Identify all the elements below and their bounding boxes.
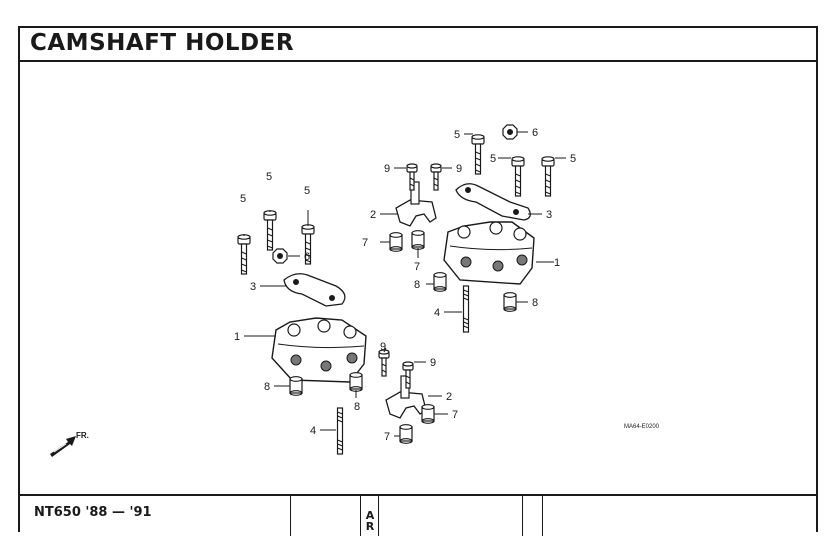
model-range: NT650 '88 — '91 (34, 505, 152, 520)
callout-5: 5 (454, 129, 460, 141)
direction-label: FR. (76, 431, 89, 440)
dowel-7c (399, 424, 413, 444)
dowel-7d (421, 404, 435, 424)
stud-4a (462, 285, 470, 333)
stud-4b (336, 407, 344, 455)
callout-8: 8 (532, 297, 538, 309)
callout-6: 6 (304, 251, 310, 263)
callout-4: 4 (310, 425, 316, 437)
bolt-5b (511, 156, 525, 197)
dowel-8d (349, 372, 363, 392)
callout-8: 8 (414, 279, 420, 291)
drawing-code: MA64-E0200 (624, 424, 660, 430)
holder-lower (271, 317, 367, 383)
callout-5: 5 (304, 185, 310, 197)
leader-lines (243, 131, 566, 437)
callout-7: 7 (384, 431, 390, 443)
callout-1: 1 (554, 257, 560, 269)
section-code-letter: A (365, 509, 375, 522)
callout-8: 8 (354, 401, 360, 413)
footer-divider (378, 496, 379, 536)
parts-diagram-sheet: CAMSHAFT HOLDER (18, 26, 818, 536)
callout-1: 1 (234, 331, 240, 343)
callout-5: 5 (490, 153, 496, 165)
oil-plate-upper (455, 183, 531, 221)
dowel-7a (389, 232, 403, 252)
callout-9: 9 (430, 357, 436, 369)
callout-2: 2 (370, 209, 376, 221)
dowel-8b (503, 292, 517, 312)
callout-5: 5 (570, 153, 576, 165)
holder-upper (443, 221, 535, 285)
bolt-5c (541, 156, 555, 197)
exploded-view-diagram: 1 1 2 2 3 3 4 4 5 5 5 5 5 5 6 6 7 7 7 7 … (50, 124, 660, 457)
callout-8: 8 (264, 381, 270, 393)
callout-5: 5 (240, 193, 246, 205)
callout-6: 6 (532, 127, 538, 139)
callout-4: 4 (434, 307, 440, 319)
callout-7: 7 (414, 261, 420, 273)
bolt-5d (263, 210, 277, 251)
callout-labels: 1 1 2 2 3 3 4 4 5 5 5 5 5 5 6 6 7 7 7 7 … (234, 127, 576, 443)
callout-5: 5 (266, 171, 272, 183)
section-code-letter: R (365, 520, 375, 533)
footer-divider (360, 496, 361, 536)
bolt-9c (378, 349, 390, 377)
title-bar: CAMSHAFT HOLDER (20, 28, 816, 62)
bolt-5a (471, 134, 485, 175)
dowel-8a (433, 272, 447, 292)
callout-3: 3 (250, 281, 256, 293)
callout-7: 7 (452, 409, 458, 421)
section-code: A R (364, 510, 376, 532)
footer-divider (542, 496, 543, 536)
callout-7: 7 (362, 237, 368, 249)
footer-divider (522, 496, 523, 536)
callout-9: 9 (384, 163, 390, 175)
front-direction-arrow-icon (50, 436, 76, 457)
callout-9: 9 (380, 341, 386, 353)
footer-divider (290, 496, 291, 536)
page-title: CAMSHAFT HOLDER (30, 30, 295, 56)
nut-6b (272, 248, 288, 264)
callout-2: 2 (446, 391, 452, 403)
bridge-upper (395, 181, 437, 227)
nut-6a (502, 124, 518, 140)
dowel-8c (289, 376, 303, 396)
bolt-5f (237, 234, 251, 275)
callout-9: 9 (456, 163, 462, 175)
oil-plate-lower (283, 273, 346, 307)
bolt-9b (430, 163, 442, 191)
callout-3: 3 (546, 209, 552, 221)
footer: NT650 '88 — '91 A R (20, 494, 816, 536)
dowel-7b (411, 230, 425, 250)
